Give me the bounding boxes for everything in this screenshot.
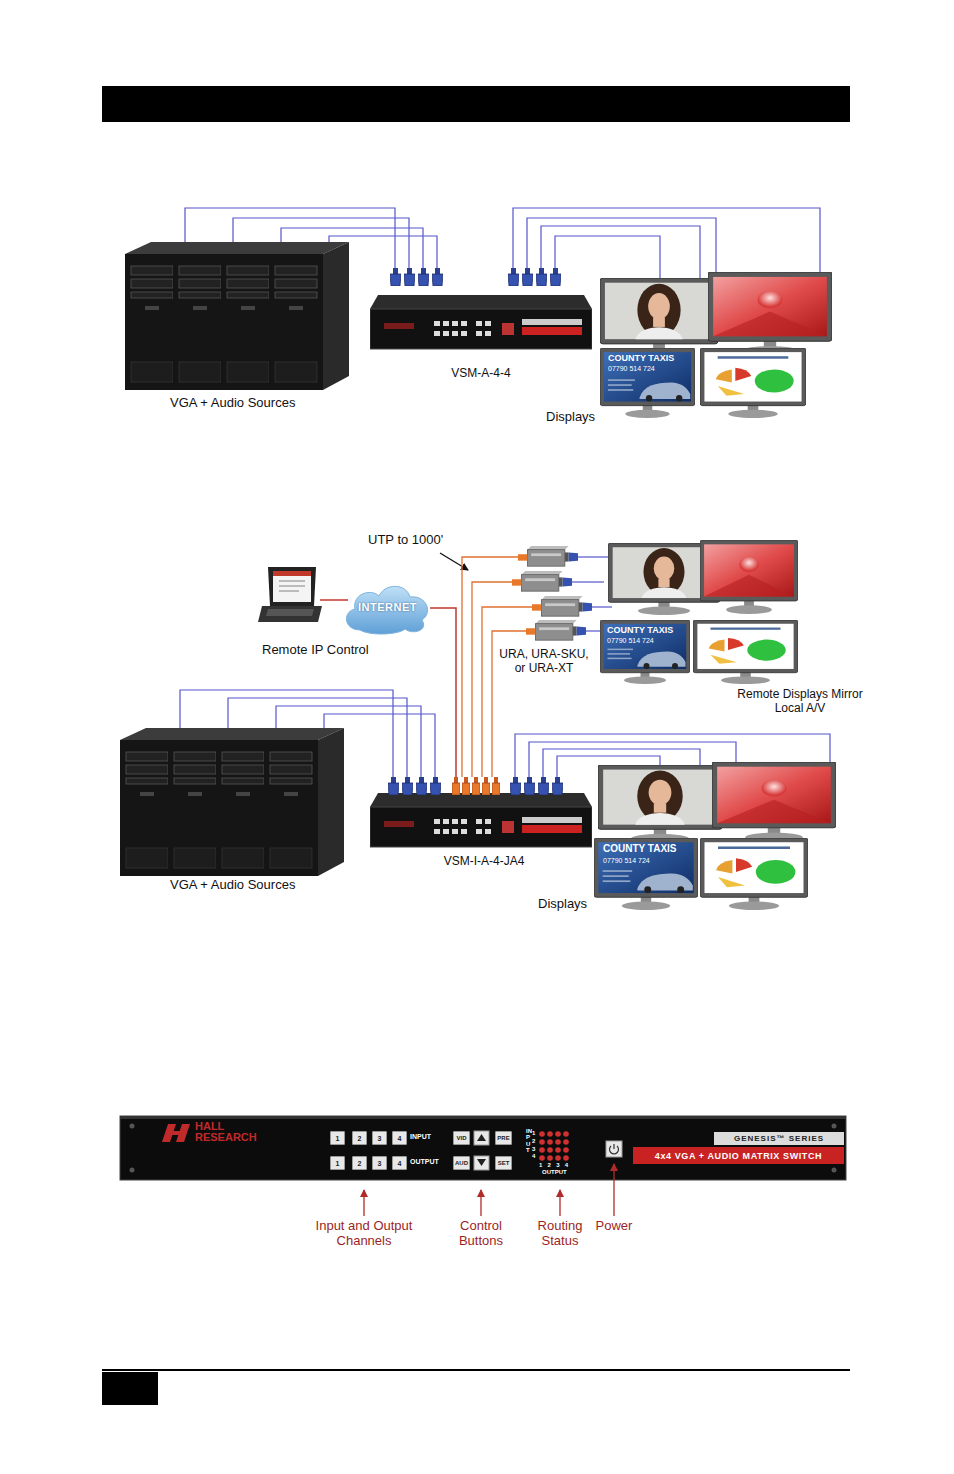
control-button: SET [495,1156,512,1170]
source-label: VGA + Audio Sources [170,878,330,893]
node-text: GENESIS™ SERIES [734,1134,824,1143]
callout-label: Input and Output Channels [300,1219,428,1249]
screen-text: COUNTY TAXIS [608,353,692,363]
node-text: INTERNET [358,601,417,613]
remote-displays-label: Remote Displays Mirror Local A/V [728,688,872,716]
displays-label: Displays [546,410,608,425]
node-text: 2 [358,1160,362,1167]
screen-text: 07790 514 724 [607,637,687,645]
row-label: OUTPUT [410,1158,450,1166]
output-button: 3 [372,1156,387,1170]
node-text: 4x4 VGA + AUDIO MATRIX SWITCH [655,1151,822,1161]
control-button: VID [453,1131,470,1145]
node-text: VID [456,1135,466,1141]
screen-text: COUNTY TAXIS [603,843,695,855]
node-text: 1 [336,1160,340,1167]
node-text: AUD [455,1160,468,1166]
device-label: VSM-A-4-4 [416,367,546,381]
control-label: Remote IP Control [262,643,402,658]
led-axis-label: 1 2 3 4 [532,1130,537,1161]
screen-text: 07790 514 724 [603,857,695,865]
node-text: 3 [378,1135,382,1142]
front-panel: HALL RESEARCH1234VIDPRE1234AUDSETGENESIS… [120,1116,846,1180]
source-label: VGA + Audio Sources [170,396,330,411]
node-text: SET [498,1160,510,1166]
node-text: PRE [497,1135,509,1141]
cable-label: UTP to 1000' [368,533,478,548]
node-text: 4 [398,1135,402,1142]
model-band: 4x4 VGA + AUDIO MATRIX SWITCH [633,1147,844,1164]
led-axis-label: INPUT [526,1128,532,1153]
row-label: INPUT [410,1133,450,1141]
screen-text: COUNTY TAXIS [607,625,687,635]
node-text: 2 [358,1135,362,1142]
node-text: 1 [336,1135,340,1142]
node-text: 3 [378,1160,382,1167]
input-button: 1 [330,1131,345,1145]
input-button: 2 [352,1131,367,1145]
output-button: 1 [330,1156,345,1170]
output-button: 4 [392,1156,407,1170]
led-axis-label: 1 2 3 4 [539,1162,579,1169]
series-band: GENESIS™ SERIES [714,1132,844,1145]
output-button: 2 [352,1156,367,1170]
node-text: HALL RESEARCH [195,1121,275,1143]
displays-label: Displays [538,897,600,912]
control-button: AUD [453,1156,470,1170]
led-axis-label: OUTPUT [542,1169,582,1176]
input-button: 3 [372,1131,387,1145]
control-button: PRE [495,1131,512,1145]
receiver-label: URA, URA-SKU, or URA-XT [496,648,592,676]
callout-label: Control Buttons [444,1219,518,1249]
node-text: 4 [398,1160,402,1167]
input-button: 4 [392,1131,407,1145]
callout-label: Power [588,1219,640,1234]
device-label: VSM-I-A-4-JA4 [414,855,554,869]
screen-text: 07790 514 724 [608,365,692,373]
callout-label: Routing Status [523,1219,597,1249]
internet-cloud: INTERNET [340,578,435,636]
